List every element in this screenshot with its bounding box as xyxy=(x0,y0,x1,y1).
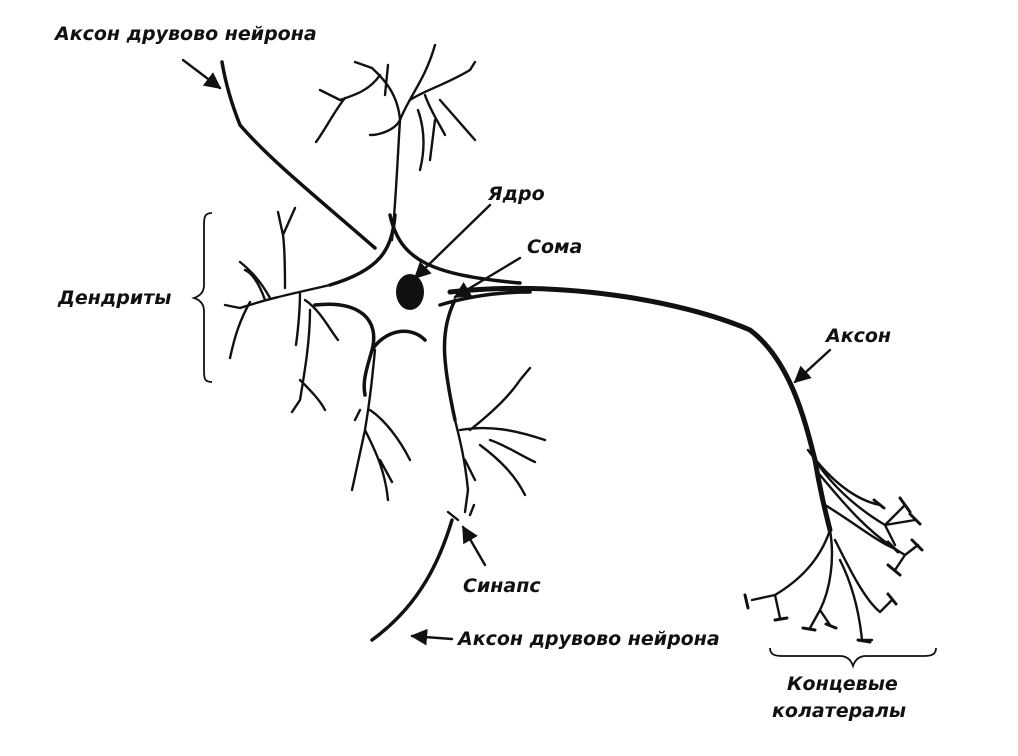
label-nucleus: Ядро xyxy=(487,183,545,205)
label-terminal-line2: колатералы xyxy=(772,700,906,722)
label-synapse: Синапс xyxy=(463,575,541,597)
labels: Аксон друвово нейрона Ядро Сома Дендриты… xyxy=(53,23,906,722)
dendrites-bottom-left xyxy=(350,348,412,502)
synapse-terminal xyxy=(446,503,476,522)
dendrites-brace xyxy=(191,212,213,383)
label-axon: Аксон xyxy=(824,325,891,347)
soma-body xyxy=(313,213,532,422)
nucleus xyxy=(396,274,424,310)
dendrites-bottom-right xyxy=(453,366,547,514)
dendrites-left xyxy=(223,206,340,414)
incoming-axon-top xyxy=(220,60,377,250)
label-dendrites: Дендриты xyxy=(57,287,171,309)
arrow-axon-top xyxy=(181,58,222,90)
pointer-arrows xyxy=(181,58,832,646)
dendrite-top xyxy=(314,43,477,242)
collaterals-brace xyxy=(769,647,937,669)
label-axon-top: Аксон друвово нейрона xyxy=(53,23,317,45)
incoming-axon-bottom xyxy=(370,518,454,642)
label-axon-bottom: Аксон друвово нейрона xyxy=(456,628,720,650)
arrow-soma xyxy=(453,256,522,299)
arrow-synapse xyxy=(461,525,487,567)
arrow-nucleus xyxy=(413,203,492,280)
terminal-boutons xyxy=(743,496,924,644)
arrow-axon xyxy=(793,348,832,384)
label-terminal-line1: Концевые xyxy=(787,673,898,695)
neuron xyxy=(220,43,924,644)
label-soma: Сома xyxy=(527,236,582,258)
arrow-axon-bottom xyxy=(410,628,454,646)
main-axon xyxy=(447,285,833,533)
